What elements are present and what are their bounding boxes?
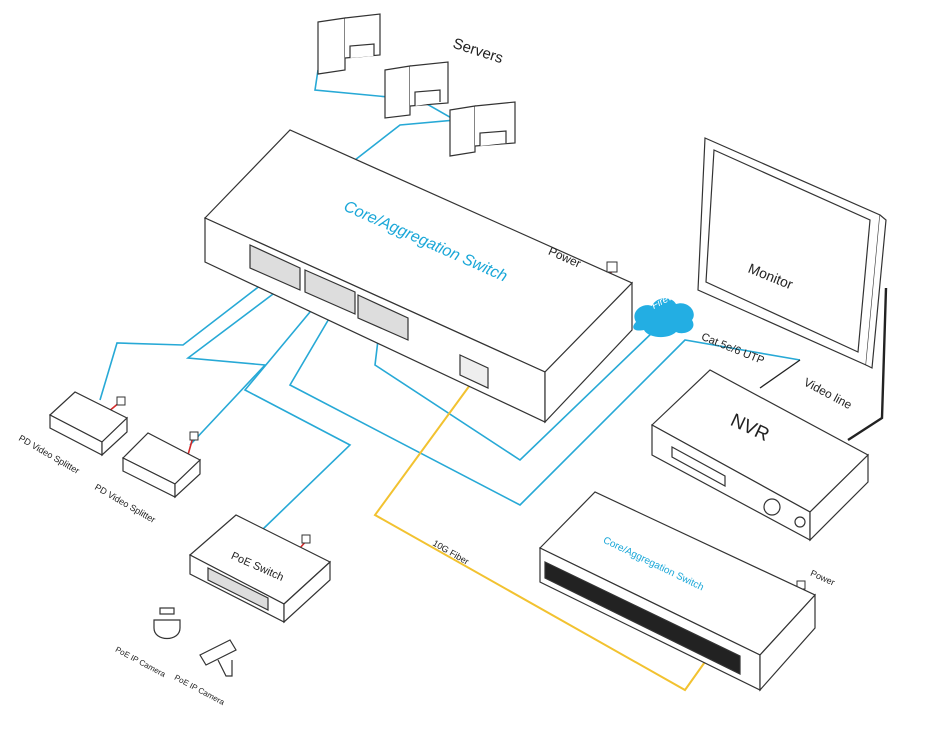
fiber-cable (373, 384, 713, 692)
poe-switch (188, 514, 332, 624)
poe-switch-cable (243, 299, 352, 531)
monitor-screen (705, 149, 871, 353)
utp-cables (99, 69, 801, 531)
nvr (650, 369, 870, 542)
core-switch-main (203, 129, 634, 424)
dome-camera-icon (153, 607, 181, 640)
switch2-ports (544, 561, 741, 675)
bullet-camera-icon (199, 639, 237, 677)
pd-splitter-2 (121, 432, 202, 499)
server-icon (384, 61, 449, 119)
splitter2-cable (185, 284, 286, 446)
port-cluster (249, 244, 409, 341)
poe-ports (207, 567, 269, 611)
splitter1-cable (99, 277, 271, 401)
power-plugs (116, 261, 806, 590)
pd-splitter-1 (48, 391, 129, 457)
nvr-button (794, 516, 806, 528)
nvr-cable (288, 299, 801, 506)
server-icon (449, 101, 516, 157)
sfp-ports (459, 354, 489, 389)
monitor (697, 137, 887, 369)
nvr-knob (763, 498, 781, 516)
servers-group (317, 13, 516, 157)
nvr-drive-slot (671, 445, 726, 488)
utp-to-nvr (759, 359, 801, 389)
core-switch-secondary (538, 491, 816, 692)
switch-side (544, 281, 633, 424)
firewall-cloud (633, 298, 694, 338)
switch2-side (759, 593, 816, 692)
video-line (847, 287, 888, 442)
server-icon (317, 13, 381, 75)
server-cable (314, 69, 458, 161)
firewall-cable (374, 329, 656, 462)
nvr-side (809, 453, 869, 542)
monitor-edge (865, 214, 887, 369)
